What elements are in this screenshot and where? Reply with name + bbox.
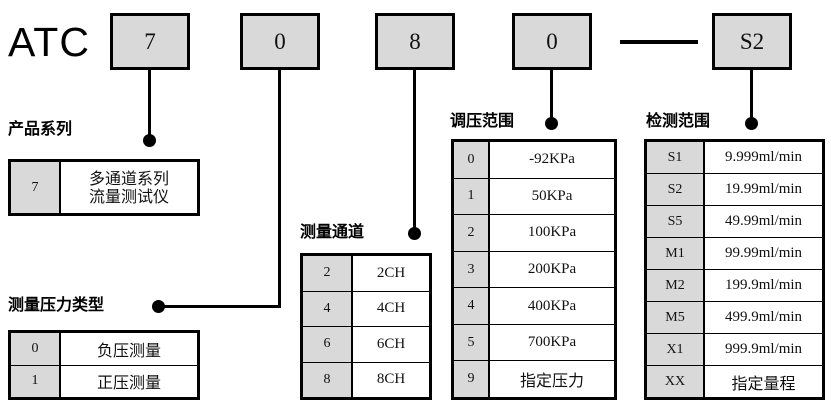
cell-description: 50KPa	[531, 187, 573, 204]
table-channel: 2 2CH 4 4CH 6 6CH 8 8CH	[300, 253, 432, 400]
cell-code: 4	[454, 288, 490, 324]
connector-dot-series	[143, 134, 156, 147]
cell-code: 3	[454, 251, 490, 288]
cell-code: 1	[11, 365, 61, 397]
table-row[interactable]: M1 99.99ml/min	[647, 238, 822, 270]
table-row[interactable]: 4 400KPa	[454, 288, 614, 325]
cell-description: 8CH	[376, 371, 406, 388]
table-row[interactable]: 2 2CH	[303, 256, 429, 292]
cell-description: -92KPa	[529, 151, 575, 168]
table-row[interactable]: 0 -92KPa	[454, 142, 614, 179]
cell-code: XX	[647, 366, 705, 397]
connector-line-range	[550, 68, 553, 124]
connector-dot-range	[545, 117, 558, 130]
caption-range: 调压范围	[450, 111, 515, 130]
connector-line-series	[148, 68, 151, 144]
cell-description: 700KPa	[527, 334, 577, 351]
table-row[interactable]: S1 9.999ml/min	[647, 142, 822, 174]
cell-description-line2: 流量测试仪	[88, 186, 169, 206]
table-row[interactable]: 8 8CH	[303, 362, 429, 397]
cell-description: 多通道系列 流量测试仪	[61, 162, 197, 213]
connector-dot-ptype	[152, 300, 165, 313]
cell-code: M2	[647, 270, 705, 301]
table-row[interactable]: S5 49.99ml/min	[647, 206, 822, 238]
table-row[interactable]: 7 多通道系列 流量测试仪	[11, 162, 197, 213]
model-prefix-label: ATC	[8, 19, 90, 65]
cell-code: 9	[454, 361, 490, 398]
cell-description: 指定量程	[731, 373, 796, 393]
connector-line-channel	[413, 68, 416, 235]
caption-channel: 测量通道	[300, 222, 365, 241]
cell-description: 200KPa	[527, 261, 577, 278]
code-box-detect[interactable]: S2	[712, 13, 792, 70]
caption-detect: 检测范围	[646, 111, 711, 130]
cell-code: M5	[647, 302, 705, 333]
table-detect: S1 9.999ml/min S2 19.99ml/min S5 49.99ml…	[644, 139, 825, 400]
cell-code: 0	[454, 142, 490, 178]
table-ptype: 0 负压测量 1 正压测量	[8, 330, 200, 400]
separator-dash	[620, 40, 698, 44]
cell-code: 4	[303, 291, 353, 326]
cell-code: 2	[303, 256, 353, 291]
cell-description: 9.999ml/min	[724, 149, 803, 165]
cell-description: 999.9ml/min	[724, 341, 803, 357]
cell-description: 6CH	[376, 335, 406, 352]
caption-series: 产品系列	[8, 119, 73, 138]
table-row[interactable]: 9 指定压力	[454, 361, 614, 398]
cell-code: M1	[647, 238, 705, 269]
cell-description: 指定压力	[519, 371, 584, 391]
connector-dot-channel	[408, 227, 421, 240]
cell-code: 2	[454, 215, 490, 251]
table-row[interactable]: S2 19.99ml/min	[647, 174, 822, 206]
table-row[interactable]: 3 200KPa	[454, 251, 614, 289]
table-row[interactable]: 5 700KPa	[454, 324, 614, 362]
cell-description: 199.9ml/min	[724, 277, 803, 293]
code-box-ptype[interactable]: 0	[240, 13, 320, 70]
cell-code: 7	[11, 162, 61, 213]
cell-code: 0	[11, 333, 61, 365]
cell-code: S1	[647, 142, 705, 173]
caption-ptype: 测量压力类型	[8, 295, 105, 314]
table-row[interactable]: 2 100KPa	[454, 215, 614, 252]
cell-description: 2CH	[376, 264, 406, 281]
cell-description: 100KPa	[527, 224, 577, 241]
code-box-channel[interactable]: 8	[375, 13, 455, 70]
cell-description-line1: 多通道系列	[88, 168, 169, 188]
cell-code: S5	[647, 206, 705, 237]
table-row[interactable]: M5 499.9ml/min	[647, 302, 822, 334]
cell-code: X1	[647, 334, 705, 365]
table-row[interactable]: M2 199.9ml/min	[647, 270, 822, 302]
cell-code: 6	[303, 327, 353, 362]
cell-description: 49.99ml/min	[724, 213, 803, 229]
cell-description: 400KPa	[527, 297, 577, 314]
cell-code: S2	[647, 174, 705, 205]
cell-code: 5	[454, 324, 490, 361]
connector-line-ptype-horizontal	[160, 305, 281, 308]
cell-description: 正压测量	[96, 373, 161, 393]
connector-line-ptype-vertical	[278, 68, 281, 308]
cell-code: 1	[454, 178, 490, 215]
table-row[interactable]: 6 6CH	[303, 327, 429, 363]
cell-description: 19.99ml/min	[724, 181, 803, 197]
cell-description: 负压测量	[96, 340, 161, 360]
code-box-series[interactable]: 7	[110, 13, 190, 70]
cell-code: 8	[303, 362, 353, 397]
table-range: 0 -92KPa 1 50KPa 2 100KPa 3 200KPa 4 400…	[451, 139, 617, 400]
connector-line-detect	[750, 68, 753, 124]
cell-description: 99.99ml/min	[724, 245, 803, 261]
code-box-range[interactable]: 0	[512, 13, 592, 70]
table-row[interactable]: 1 正压测量	[11, 365, 197, 397]
table-series: 7 多通道系列 流量测试仪	[8, 159, 200, 216]
cell-description: 4CH	[376, 300, 406, 317]
table-row[interactable]: 1 50KPa	[454, 178, 614, 216]
table-row[interactable]: 0 负压测量	[11, 333, 197, 366]
connector-dot-detect	[745, 117, 758, 130]
table-row[interactable]: 4 4CH	[303, 291, 429, 327]
table-row[interactable]: X1 999.9ml/min	[647, 334, 822, 366]
cell-description: 499.9ml/min	[724, 309, 803, 325]
table-row[interactable]: XX 指定量程	[647, 366, 822, 397]
